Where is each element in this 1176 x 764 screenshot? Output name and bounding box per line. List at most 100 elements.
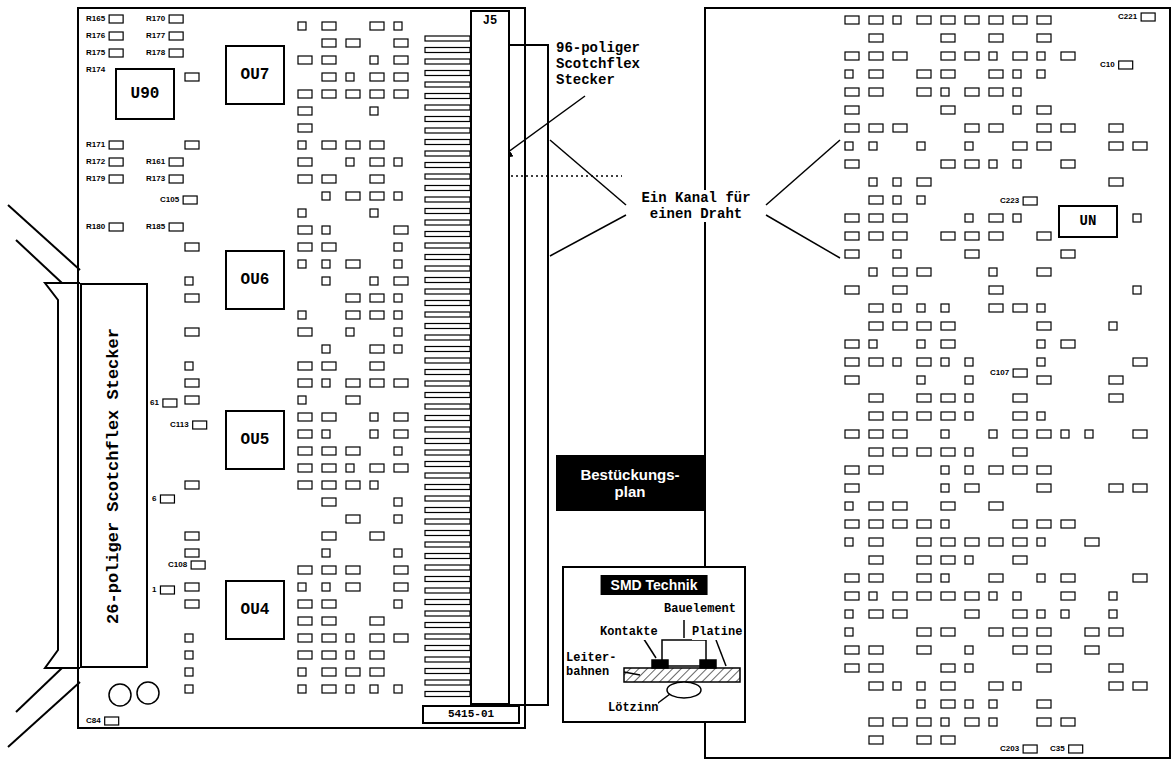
smd-pad <box>298 141 306 149</box>
smd-pad <box>1109 592 1117 600</box>
component-label: 6 <box>152 494 156 503</box>
smd-pad <box>845 286 859 294</box>
smd-pad <box>370 379 384 387</box>
component-label: R170 <box>146 14 165 23</box>
connector-pin <box>425 358 470 363</box>
smd-pad <box>298 107 312 115</box>
smd-pad <box>989 592 997 600</box>
smd-pad <box>298 90 312 98</box>
smd-pad <box>394 294 402 302</box>
smd-pad <box>1037 304 1045 312</box>
smd-pad <box>917 646 931 654</box>
smd-pad <box>1037 358 1045 366</box>
smd-pad <box>298 124 312 132</box>
smd-pad <box>989 430 997 438</box>
smd-pad <box>989 124 1003 132</box>
smd-pad <box>1061 124 1075 132</box>
smd-pad <box>346 634 354 642</box>
smd-pad <box>191 561 205 569</box>
smd-pad <box>893 358 901 366</box>
connector-pin <box>425 151 470 156</box>
connector-latches <box>8 205 80 747</box>
smd-pad <box>965 394 973 402</box>
smd-pad <box>845 16 859 24</box>
smd-pad <box>965 214 973 222</box>
smd-pad <box>1085 430 1093 438</box>
smd-pad <box>1037 34 1051 42</box>
smd-pad <box>394 277 408 285</box>
smd-pad <box>965 610 979 618</box>
smd-pad <box>917 268 931 276</box>
smd-pad <box>1037 268 1051 276</box>
smd-pad <box>185 362 193 370</box>
smd-pad <box>298 685 306 693</box>
smd-pad <box>346 464 354 472</box>
smd-pad <box>322 447 336 455</box>
smd-pad <box>941 466 949 474</box>
smd-pad <box>394 90 408 98</box>
smd-pad <box>893 412 907 420</box>
smd-pad <box>989 304 1003 312</box>
smd-pad <box>1061 340 1075 348</box>
smd-pad <box>893 610 907 618</box>
smd-pad <box>917 358 931 366</box>
smd-pad <box>869 556 883 564</box>
node-text: 26-poliger Scotchflex Stecker <box>104 328 124 624</box>
smd-pad <box>965 592 979 600</box>
smd-pad <box>1037 322 1051 330</box>
smd-pad <box>1013 304 1027 312</box>
smd-pad <box>1013 106 1021 114</box>
smd-pad <box>346 396 360 404</box>
smd-pad <box>298 226 312 234</box>
connector-pin <box>425 542 470 547</box>
smd-pad <box>845 358 859 366</box>
smd-pad <box>1013 592 1021 600</box>
smd-pad <box>893 286 907 294</box>
component-label: C203 <box>1000 744 1019 753</box>
smd-pad <box>394 345 402 353</box>
smd-pad <box>169 15 183 23</box>
smd-pad <box>941 340 955 348</box>
smd-pad <box>893 682 901 690</box>
callout-label: 96-poliger Scotchflex Stecker <box>556 40 652 88</box>
smd-pad <box>941 304 949 312</box>
smd-pad <box>1013 682 1021 690</box>
node-text: U90 <box>131 85 160 103</box>
ic-chip: OU7 <box>225 45 285 105</box>
smd-pad <box>322 685 336 693</box>
smd-pad <box>869 70 883 78</box>
node-text: J5 <box>483 15 497 703</box>
smd-pad <box>845 340 859 348</box>
smd-pad <box>941 358 949 366</box>
smd-pad <box>845 592 859 600</box>
connector-pin <box>425 278 470 283</box>
smd-pad <box>941 160 955 168</box>
board-number: 5415-01 <box>422 705 520 724</box>
smd-pad <box>185 600 199 608</box>
smd-pad <box>1037 142 1051 150</box>
smd-pad <box>965 358 973 366</box>
smd-pad <box>370 209 378 217</box>
smd-pad <box>1013 52 1027 60</box>
ic-chip: U90 <box>115 68 175 120</box>
smd-pad <box>394 379 408 387</box>
smd-pad <box>893 502 907 510</box>
smd-pad <box>185 481 199 489</box>
smd-pad <box>1037 16 1051 24</box>
component-label: R178 <box>146 48 165 57</box>
smd-pad <box>917 394 931 402</box>
smd-pad <box>1061 592 1075 600</box>
smd-pad <box>1013 88 1021 96</box>
smd-pad <box>322 379 330 387</box>
connector-pin <box>425 531 470 536</box>
smd-pad <box>893 214 907 222</box>
smd-pad <box>1037 466 1051 474</box>
smd-pad <box>869 52 883 60</box>
connector-pin <box>425 255 470 260</box>
smd-pad <box>109 158 123 166</box>
smd-pad <box>965 718 979 726</box>
smd-pad <box>869 16 883 24</box>
smd-pad <box>1037 664 1051 672</box>
component-label: R174 <box>86 65 105 74</box>
smd-pad <box>322 566 336 574</box>
